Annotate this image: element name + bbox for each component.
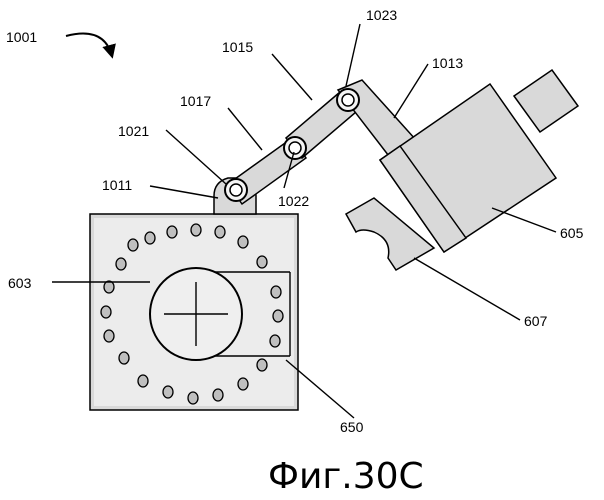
center-bore [150,268,242,360]
label-actuator-arm: 1013 [432,55,463,71]
label-link-middle: 1017 [180,93,211,109]
label-pivot-middle: 1022 [278,193,309,209]
label-holes: 650 [340,419,364,435]
label-pivot-top: 1023 [366,7,397,23]
actuator-cylinder [380,70,578,252]
label-pivot-bottom: 1021 [118,123,149,139]
pivot-pin-1022 [284,137,306,159]
figure-caption: Фиг.30C [268,456,424,497]
assembly-arrow [66,34,112,57]
label-bracket: 1011 [102,177,132,193]
pivot-pin-1021 [225,179,247,201]
label-block: 603 [8,275,32,291]
label-assembly: 1001 [6,29,37,45]
label-clamp: 607 [524,313,548,329]
label-actuator-body: 605 [560,225,584,241]
label-link-upper: 1015 [222,39,253,55]
pivot-pin-1023 [337,89,359,111]
